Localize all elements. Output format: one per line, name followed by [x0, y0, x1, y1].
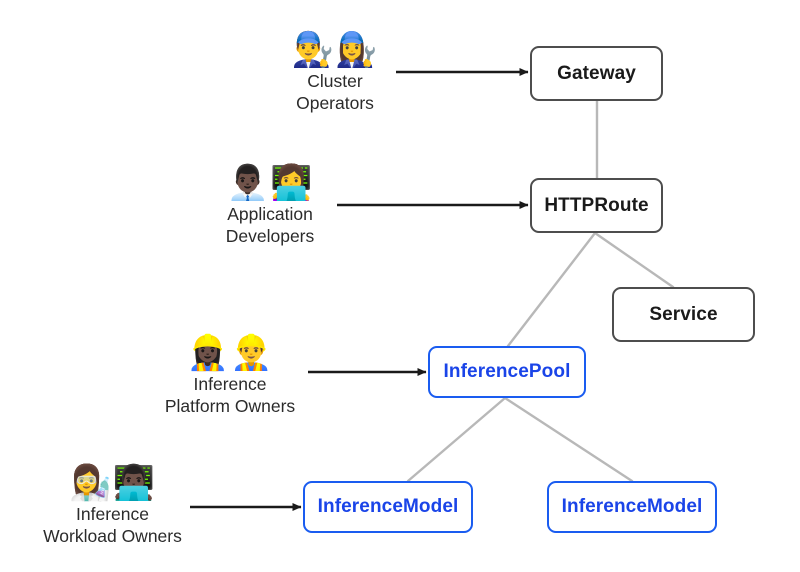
- persona-inference-platform-owners-label-line2: Platform Owners: [164, 396, 296, 416]
- persona-inference-workload-owners-label-line2: Workload Owners: [43, 526, 182, 546]
- node-service-label: Service: [649, 303, 718, 325]
- node-gateway[interactable]: Gateway: [530, 46, 663, 101]
- persona-inference-platform-owners: 👷🏿‍♀️👷‍♂️ Inference Platform Owners: [155, 333, 305, 417]
- node-httproute-label: HTTPRoute: [544, 194, 649, 216]
- edge-inferencepool-to-inferencemodel-1: [406, 396, 507, 483]
- construction-worker-pair-emoji: 👷🏿‍♀️👷‍♂️: [186, 334, 274, 372]
- persona-application-developers: 👨🏿‍💼👩‍💻 Application Developers: [205, 163, 335, 247]
- persona-cluster-operators-label-line1: Cluster: [307, 71, 363, 91]
- persona-cluster-operators-label-line2: Operators: [296, 93, 374, 113]
- scientist-and-technologist-emoji: 👩‍🔬👨🏿‍💻: [69, 464, 156, 502]
- persona-application-developers-label-line1: Application: [227, 204, 313, 224]
- persona-inference-platform-owners-label-line1: Inference: [193, 374, 267, 394]
- node-inferencemodel-1-label: InferenceModel: [317, 496, 459, 517]
- node-inferencemodel-1[interactable]: InferenceModel: [303, 481, 473, 533]
- mechanic-pair-emoji: 👨‍🔧👩‍🔧: [291, 31, 379, 69]
- node-inferencemodel-2-label: InferenceModel: [561, 496, 703, 517]
- office-worker-and-technologist-emoji: 👨🏿‍💼👩‍💻: [226, 164, 314, 202]
- edge-httproute-to-inferencepool: [506, 231, 597, 348]
- edge-httproute-to-service: [593, 231, 675, 289]
- persona-cluster-operators: 👨‍🔧👩‍🔧 Cluster Operators: [270, 30, 400, 114]
- edge-inferencepool-to-inferencemodel-2: [503, 396, 634, 483]
- node-inferencepool-label: InferencePool: [443, 361, 571, 382]
- node-gateway-label: Gateway: [557, 62, 636, 84]
- node-inferencepool[interactable]: InferencePool: [428, 346, 586, 398]
- node-service[interactable]: Service: [612, 287, 755, 342]
- persona-application-developers-label-line2: Developers: [225, 226, 315, 246]
- persona-inference-workload-owners-label-line1: Inference: [76, 504, 149, 524]
- persona-inference-workload-owners: 👩‍🔬👨🏿‍💻 Inference Workload Owners: [35, 463, 190, 547]
- node-httproute[interactable]: HTTPRoute: [530, 178, 663, 233]
- node-inferencemodel-2[interactable]: InferenceModel: [547, 481, 717, 533]
